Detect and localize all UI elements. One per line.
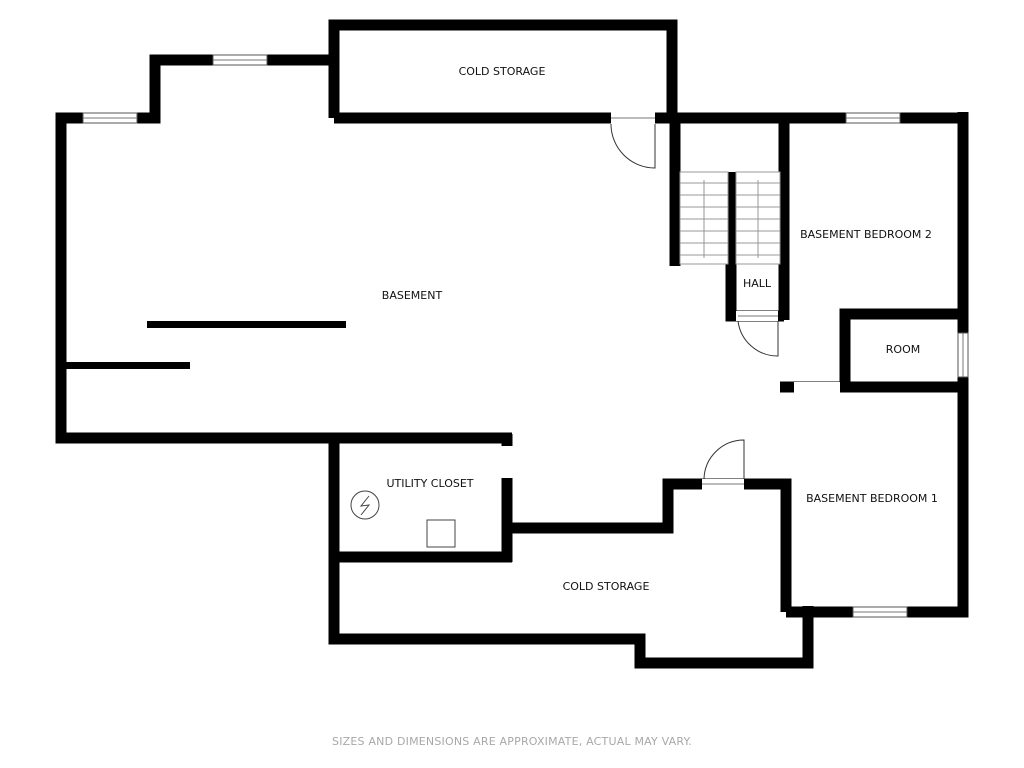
furnace-icon [426, 519, 456, 548]
water-heater-icon [350, 490, 380, 520]
utility-closet-wall [328, 438, 814, 669]
walls [55, 19, 969, 669]
disclaimer-text: SIZES AND DIMENSIONS ARE APPROXIMATE, AC… [332, 735, 692, 748]
room-label-basement-bedroom-2: BASEMENT BEDROOM 2 [800, 228, 932, 241]
room-label-cold-storage-top: COLD STORAGE [459, 65, 546, 78]
windows [82, 54, 969, 618]
basement-partition-lower [66, 362, 190, 369]
opening-room-to-hall [794, 382, 840, 393]
room-label-cold-storage-bottom: COLD STORAGE [563, 580, 650, 593]
basement-partition-upper [147, 321, 346, 328]
right-outer-wall [786, 112, 969, 618]
room-label-basement-bedroom-1: BASEMENT BEDROOM 1 [806, 492, 938, 505]
cold-storage-top-wall [328, 19, 678, 118]
window-room [957, 332, 969, 378]
room-label-basement: BASEMENT [382, 289, 443, 302]
door-cold-storage-bottom [702, 439, 745, 490]
room-label-hall: HALL [743, 277, 772, 290]
opening-utility-closet [500, 446, 516, 478]
window-bedroom-1 [852, 606, 908, 618]
window-top-left [212, 54, 268, 66]
openings [500, 311, 840, 478]
window-bedroom-2 [845, 112, 901, 124]
room-label-utility-closet: UTILITY CLOSET [386, 477, 473, 490]
stairs [679, 171, 781, 265]
door-hall [737, 315, 779, 357]
room-label-room: ROOM [886, 343, 920, 356]
window-left [82, 112, 138, 124]
doors [610, 112, 779, 490]
room-wall [839, 308, 963, 393]
door-cold-storage-top [610, 112, 656, 169]
